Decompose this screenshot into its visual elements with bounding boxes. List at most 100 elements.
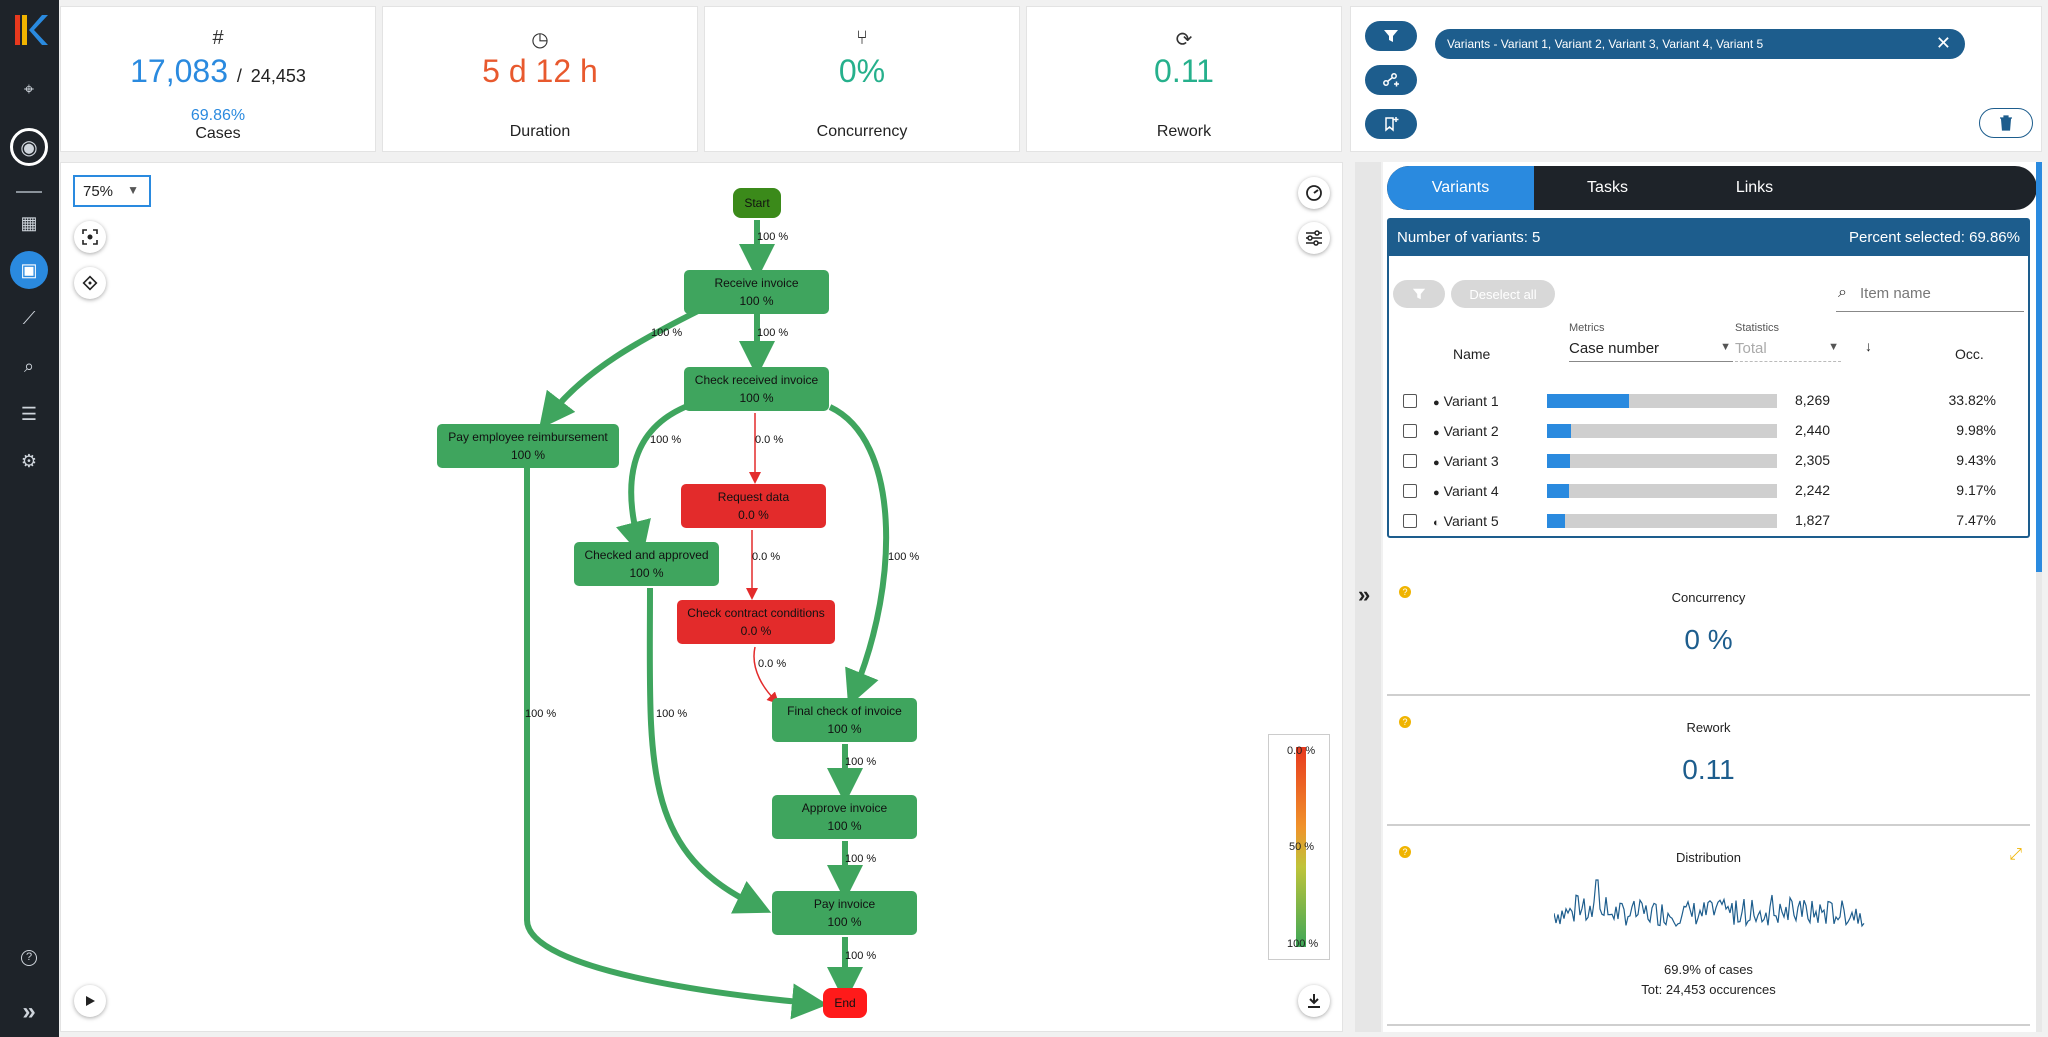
help-icon[interactable]: ?	[1399, 586, 1411, 598]
frequency-legend: 0.0 % 50 % 100 %	[1268, 734, 1330, 960]
delete-filters-button[interactable]	[1979, 108, 2033, 138]
performance-button[interactable]	[1298, 177, 1330, 209]
variants-box: Number of variants: 5 Percent selected: …	[1387, 218, 2030, 538]
variant-percent: 33.82%	[1948, 392, 1996, 408]
item-search-input[interactable]: ⌕ Item name	[1836, 280, 2024, 312]
name-column-header[interactable]: Name	[1453, 346, 1491, 362]
filter-bar: Variants - Variant 1, Variant 2, Variant…	[1350, 6, 2042, 152]
dashboard-icon[interactable]: ▦	[20, 212, 38, 233]
variant-checkbox[interactable]	[1403, 454, 1417, 468]
analysis-icon[interactable]: ⌕	[23, 355, 35, 376]
chevron-down-icon: ▼	[1828, 341, 1839, 353]
variant-name: ●Variant 1	[1433, 393, 1499, 409]
tab-links[interactable]: Links	[1735, 179, 1774, 196]
play-icon	[86, 996, 95, 1006]
filter-button[interactable]	[1365, 21, 1417, 51]
expand-icon[interactable]: ⤢	[2009, 846, 2022, 863]
percent-selected: Percent selected: 69.86%	[1849, 229, 2020, 246]
gear-icon[interactable]: ⚙	[20, 450, 38, 471]
edge-contract-final	[753, 646, 780, 705]
help-icon[interactable]: ?	[1399, 716, 1411, 728]
variant-checkbox[interactable]	[1403, 424, 1417, 438]
variant-count: 2,305	[1795, 452, 1831, 468]
variant-percent: 7.47%	[1956, 512, 1996, 528]
kpi-cases[interactable]: # 17,083 / 24,453 69.86% Cases	[60, 6, 376, 152]
download-button[interactable]	[1298, 985, 1330, 1017]
scrollbar-thumb[interactable]	[2036, 162, 2042, 572]
rework-label: Rework	[1156, 123, 1212, 140]
panel-collapse-strip[interactable]: »	[1355, 162, 1381, 1032]
metrics-label: Metrics	[1569, 322, 1605, 334]
rework-metric-value: 0.11	[1682, 754, 1735, 785]
right-panel-scrollbar[interactable]	[2036, 162, 2042, 1032]
trend-icon[interactable]: ⟋	[22, 307, 36, 328]
variant-count: 2,440	[1795, 422, 1831, 438]
kpi-rework[interactable]: ⟳ 0.11 Rework	[1026, 6, 1342, 152]
node-start[interactable]: Start	[733, 188, 781, 218]
process-filter-button[interactable]	[1365, 65, 1417, 95]
distribution-pct-cases: 69.9% of cases	[1664, 962, 1753, 977]
occ-column-header[interactable]: Occ.	[1955, 346, 1984, 362]
deselect-all-button[interactable]: Deselect all	[1451, 280, 1555, 308]
variant-share-bar	[1547, 484, 1777, 498]
variant-count: 8,269	[1795, 392, 1831, 408]
process-map-icon[interactable]: ▣	[10, 251, 48, 289]
fit-to-screen-button[interactable]	[74, 221, 106, 253]
variant-filter-button[interactable]	[1393, 280, 1445, 308]
kpi-duration[interactable]: ◷ 5 d 12 h Duration	[382, 6, 698, 152]
kpi-concurrency[interactable]: ⑂ 0% Concurrency	[704, 6, 1020, 152]
list-item[interactable]: ●Variant 1 8,269 33.82%	[1389, 388, 2028, 418]
statistics-select[interactable]: Total▼	[1735, 336, 1841, 362]
help-icon[interactable]: ?	[1399, 846, 1411, 858]
expand-sidebar-icon[interactable]: »	[22, 998, 36, 1025]
zoom-select[interactable]: 75% ▼	[73, 175, 151, 207]
variant-name: ●Variant 4	[1433, 483, 1499, 499]
edge-label: 100 %	[650, 434, 682, 446]
variant-filter-chip-label: Variants - Variant 1, Variant 2, Variant…	[1447, 37, 1764, 51]
sort-down-icon[interactable]: ↓	[1865, 338, 1872, 354]
list-icon[interactable]: ☰	[20, 403, 38, 424]
variant-checkbox[interactable]	[1403, 514, 1417, 528]
play-button[interactable]	[74, 985, 106, 1017]
rotate-button[interactable]	[74, 267, 106, 299]
user-icon[interactable]: ◉	[10, 128, 48, 166]
zoom-value: 75%	[83, 183, 114, 200]
node-end[interactable]: End	[823, 988, 867, 1018]
variant-checkbox[interactable]	[1403, 484, 1417, 498]
variant-share-bar	[1547, 454, 1777, 468]
collapse-panel-icon[interactable]: »	[1358, 582, 1371, 607]
process-filter-icon	[1383, 73, 1399, 87]
help-icon[interactable]: ?	[10, 939, 48, 977]
metrics-select[interactable]: Case number▼	[1569, 336, 1733, 362]
tab-tasks[interactable]: Tasks	[1587, 179, 1628, 196]
add-bookmark-button[interactable]	[1365, 109, 1417, 139]
variant-checkbox[interactable]	[1403, 394, 1417, 408]
variant-filter-chip[interactable]: Variants - Variant 1, Variant 2, Variant…	[1435, 29, 1965, 59]
tab-variants[interactable]: Variants	[1387, 166, 1534, 210]
variant-name: ◐Variant 5	[1433, 513, 1499, 529]
concurrency-value: 0%	[838, 53, 886, 89]
download-icon	[1308, 994, 1320, 1008]
refresh-icon: ⟳	[1175, 29, 1193, 51]
edge-label: 100 %	[757, 231, 789, 243]
logo-icon[interactable]	[12, 12, 48, 48]
statistics-label: Statistics	[1735, 322, 1780, 334]
close-icon[interactable]: ✕	[1935, 33, 1951, 53]
tag-icon[interactable]: ⌖	[23, 78, 35, 99]
duration-value: 5 d 12 h	[482, 53, 598, 89]
settings-sliders-button[interactable]	[1298, 222, 1330, 254]
